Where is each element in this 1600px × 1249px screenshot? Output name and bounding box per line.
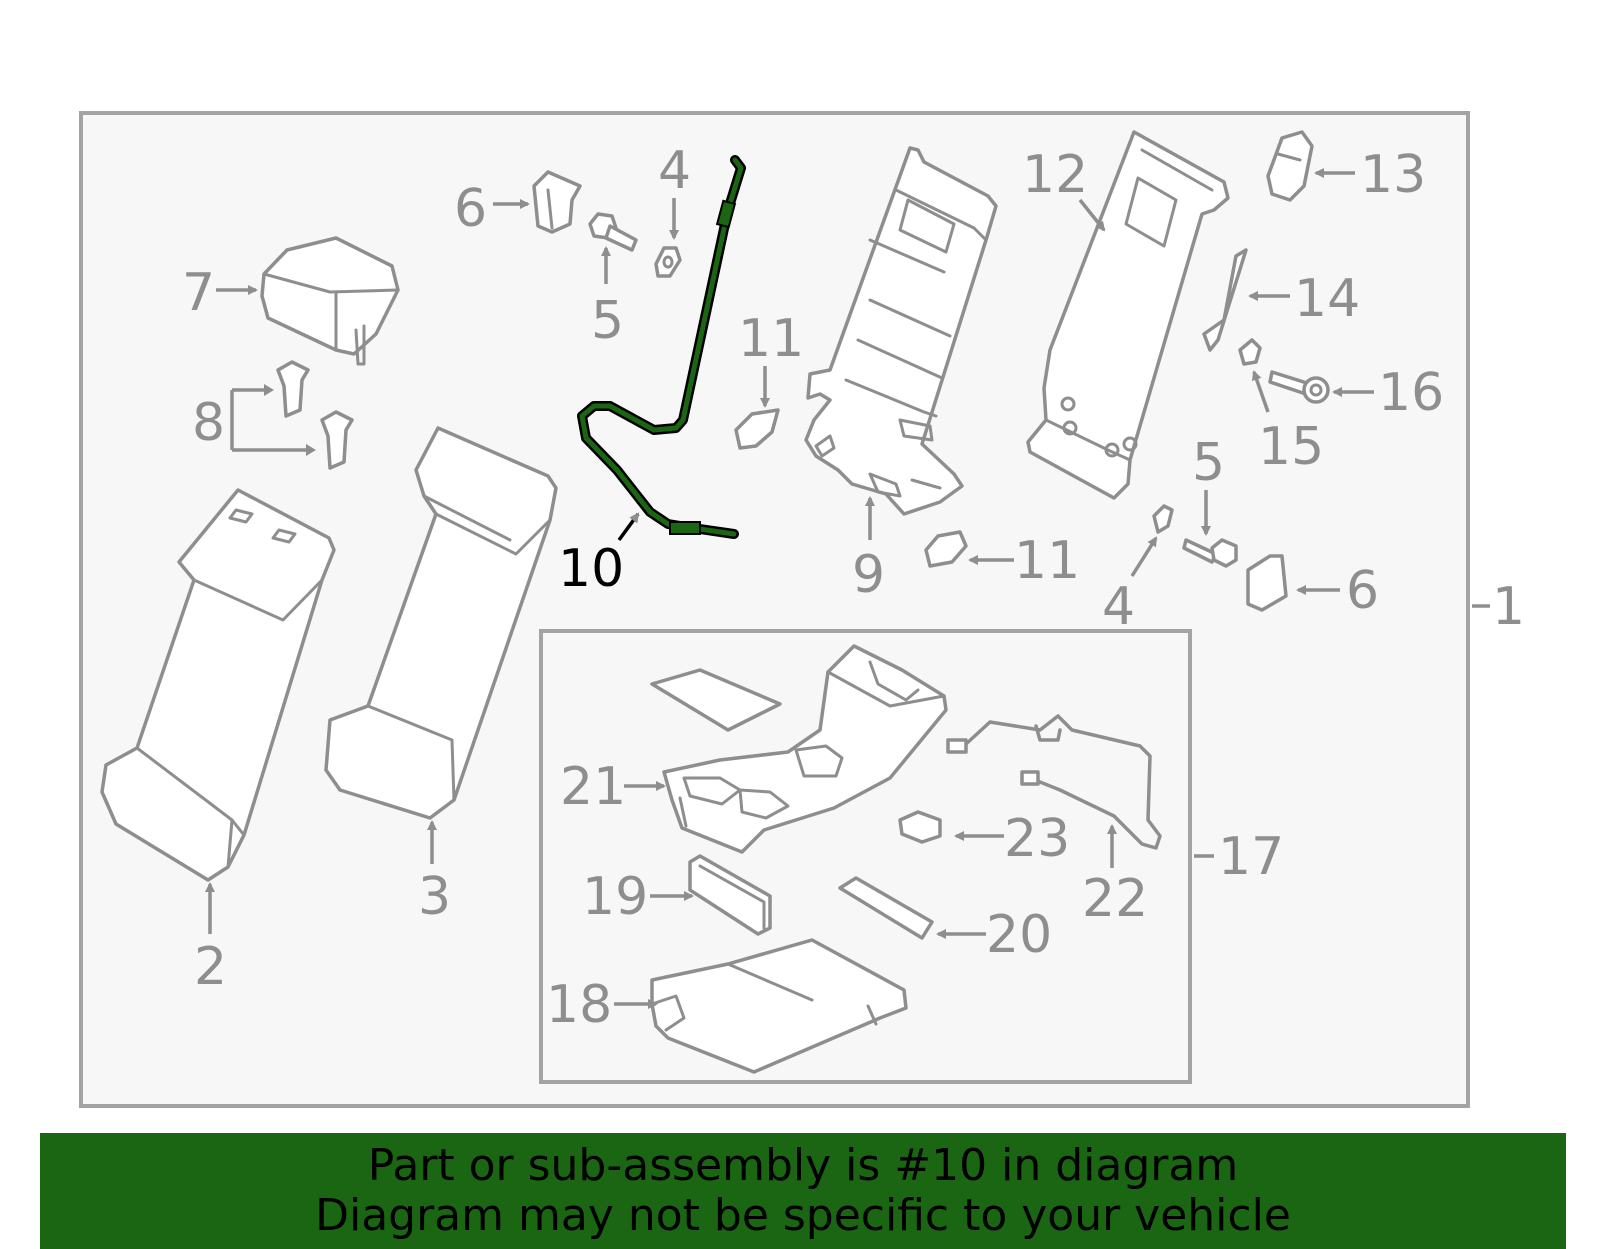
- callout-4-lower[interactable]: 4: [1102, 577, 1135, 637]
- callout-1[interactable]: 1: [1492, 577, 1525, 637]
- part-11-cover-lower[interactable]: [924, 530, 968, 568]
- callout-11-lower[interactable]: 11: [1014, 531, 1080, 591]
- part-16-screw[interactable]: [1268, 370, 1330, 404]
- callout-17[interactable]: 17: [1218, 827, 1284, 887]
- part-8-guides[interactable]: [276, 360, 354, 470]
- part-5-bolt-top[interactable]: [588, 212, 638, 252]
- callout-18[interactable]: 18: [546, 975, 612, 1035]
- callout-5-top[interactable]: 5: [591, 291, 624, 351]
- banner-line-2: Diagram may not be specific to your vehi…: [315, 1190, 1291, 1241]
- callout-6-top[interactable]: 6: [454, 179, 487, 239]
- part-21-console[interactable]: [650, 644, 948, 854]
- part-6-clip-lower[interactable]: [1246, 554, 1288, 612]
- callout-23[interactable]: 23: [1004, 809, 1070, 869]
- part-15-washer[interactable]: [1238, 338, 1262, 366]
- part-5-bolt-lower[interactable]: [1182, 538, 1238, 568]
- callout-4-top[interactable]: 4: [658, 141, 691, 201]
- part-3-cushion[interactable]: [324, 426, 558, 820]
- part-6-clip-top[interactable]: [532, 170, 582, 234]
- callout-15[interactable]: 15: [1258, 417, 1324, 477]
- part-19-insert[interactable]: [688, 854, 772, 936]
- leader-lines: [205, 168, 1490, 1009]
- callout-16[interactable]: 16: [1378, 363, 1444, 423]
- callout-2[interactable]: 2: [194, 937, 227, 997]
- part-4-washer-top[interactable]: [654, 246, 682, 278]
- callout-9[interactable]: 9: [852, 545, 885, 605]
- info-banner: Part or sub-assembly is #10 in diagram D…: [40, 1133, 1566, 1249]
- callout-3[interactable]: 3: [418, 867, 451, 927]
- callout-19[interactable]: 19: [582, 867, 648, 927]
- callout-12[interactable]: 12: [1022, 145, 1088, 205]
- callout-5-lower[interactable]: 5: [1192, 433, 1225, 493]
- part-12-panel[interactable]: [1026, 130, 1230, 500]
- callout-13[interactable]: 13: [1360, 145, 1426, 205]
- callout-20[interactable]: 20: [986, 905, 1052, 965]
- part-20-mat[interactable]: [838, 876, 934, 940]
- callout-7[interactable]: 7: [182, 263, 215, 323]
- part-7-headrest[interactable]: [260, 236, 400, 366]
- part-11-cover-upper[interactable]: [734, 408, 780, 450]
- callout-21[interactable]: 21: [560, 757, 626, 817]
- part-22-harness[interactable]: [946, 714, 1162, 850]
- parts-diagram: 1 2 3 4 4 5 5 6 6 7 8 9 10 11 11 12 13 1…: [79, 111, 1525, 1108]
- callout-14[interactable]: 14: [1294, 269, 1360, 329]
- part-23-connector[interactable]: [898, 810, 942, 844]
- part-18-lid[interactable]: [650, 938, 908, 1074]
- callout-11-upper[interactable]: 11: [738, 309, 804, 369]
- part-14-strip[interactable]: [1202, 248, 1248, 352]
- part-13-clip[interactable]: [1266, 130, 1314, 202]
- callout-6-lower[interactable]: 6: [1346, 561, 1379, 621]
- part-2-cushion[interactable]: [100, 488, 336, 882]
- callout-10[interactable]: 10: [558, 539, 624, 599]
- part-4-washer-lower[interactable]: [1152, 504, 1174, 534]
- callout-22[interactable]: 22: [1082, 869, 1148, 929]
- callout-8[interactable]: 8: [192, 393, 225, 453]
- part-10-cable[interactable]: [577, 155, 746, 539]
- banner-line-1: Part or sub-assembly is #10 in diagram: [367, 1140, 1239, 1191]
- part-9-frame[interactable]: [804, 146, 998, 516]
